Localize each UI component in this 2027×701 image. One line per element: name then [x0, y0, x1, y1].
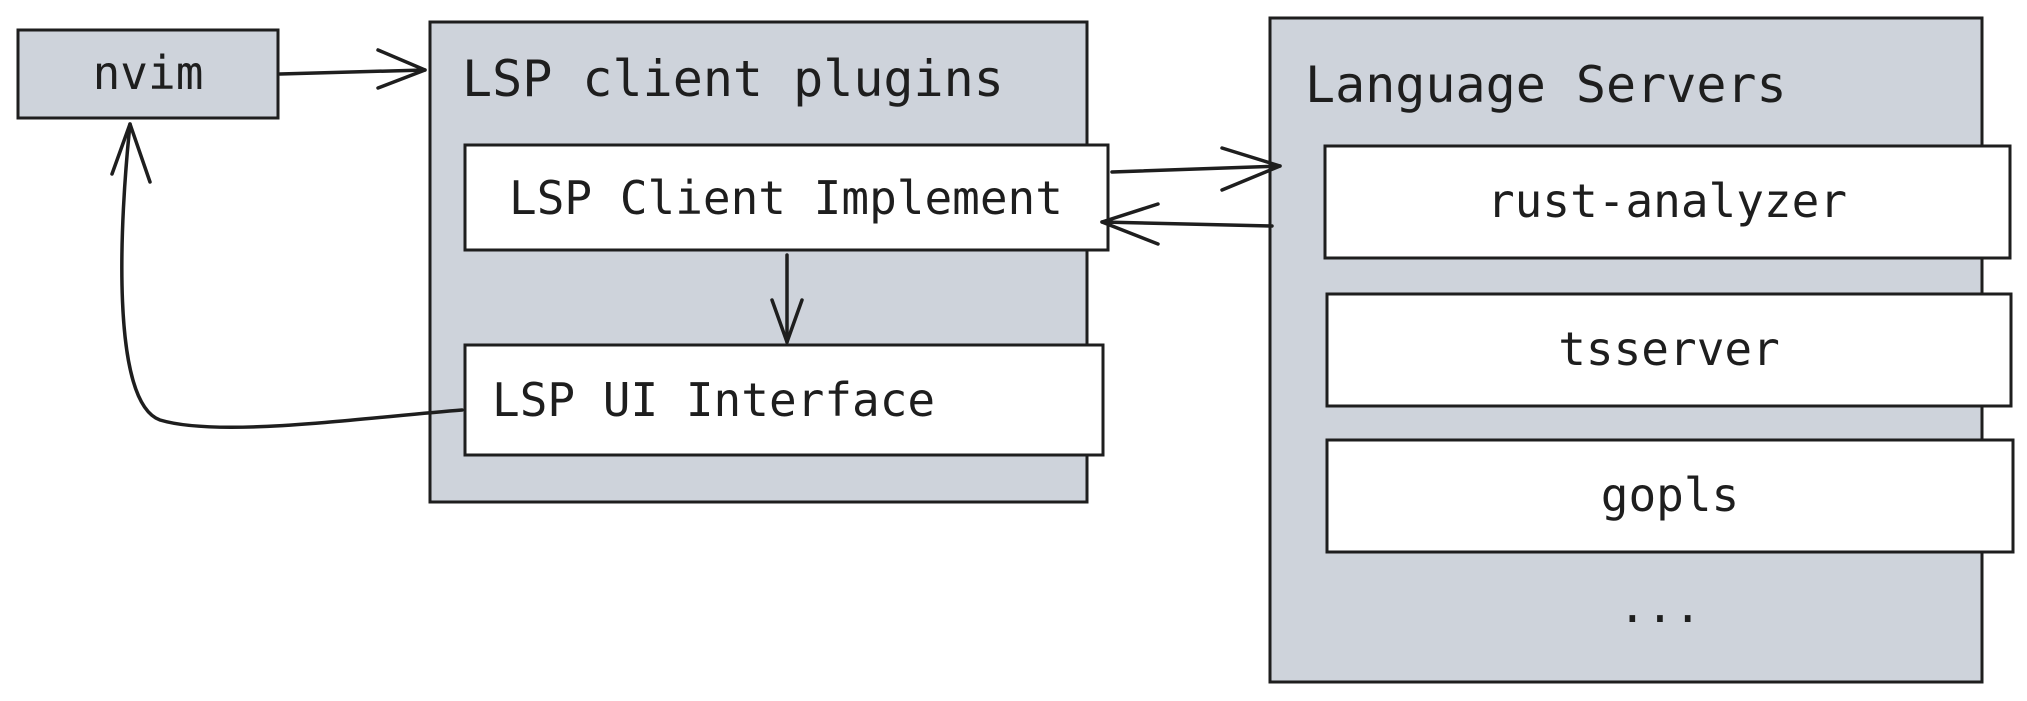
- rust-analyzer-box: [1323, 144, 2012, 260]
- tsserver-box: [1325, 292, 2013, 408]
- tsserver-label: tsserver: [1558, 322, 1780, 376]
- rust-analyzer-label: rust-analyzer: [1487, 174, 1847, 228]
- edge-implement-to-ui-interface: [770, 253, 804, 344]
- lsp-client-implement-label: LSP Client Implement: [509, 171, 1063, 225]
- nvim-box: [16, 28, 280, 120]
- tsserver-node: tsserver: [1325, 292, 2013, 408]
- nvim-node: nvim: [16, 28, 280, 120]
- edge-implement-to-rust-analyzer: [1110, 146, 1282, 192]
- edge-ui-interface-to-nvim: [110, 122, 464, 430]
- lsp-client-implement-box: [463, 143, 1110, 252]
- gopls-label: gopls: [1601, 468, 1739, 522]
- lsp-ui-interface-node: LSP UI Interface: [463, 343, 1105, 457]
- lsp-ui-interface-box: [463, 343, 1105, 457]
- nvim-label: nvim: [93, 46, 204, 100]
- edge-rust-analyzer-to-implement: [1100, 202, 1274, 246]
- lsp-client-plugins-title: LSP client plugins: [462, 50, 1004, 108]
- language-servers-title: Language Servers: [1305, 56, 1787, 114]
- rust-analyzer-node: rust-analyzer: [1323, 144, 2012, 260]
- lsp-ui-interface-label: LSP UI Interface: [492, 373, 935, 427]
- lsp-client-implement-node: LSP Client Implement: [463, 143, 1110, 252]
- gopls-box: [1325, 438, 2015, 554]
- edge-nvim-to-plugins: [278, 48, 427, 90]
- gopls-node: gopls: [1325, 438, 2015, 554]
- more-servers-ellipsis: ...: [1618, 579, 1701, 633]
